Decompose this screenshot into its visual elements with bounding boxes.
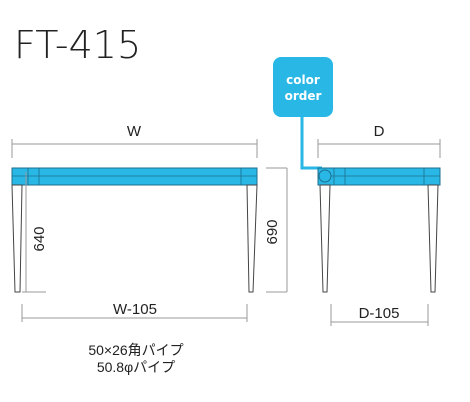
inner-depth-dimension	[330, 304, 429, 326]
front-right-leg	[246, 184, 258, 293]
side-table-frame	[317, 167, 441, 293]
color-order-line2: order	[285, 89, 322, 103]
spec-line-2: 50.8φパイプ	[97, 359, 175, 375]
color-order-leader	[300, 117, 322, 170]
total-height-dimension	[266, 167, 288, 293]
inner-height-dimension	[22, 172, 46, 293]
model-title: FT-415	[14, 23, 141, 67]
inner-width-label: W-105	[113, 301, 157, 318]
side-right-leg	[427, 184, 439, 293]
front-left-leg	[11, 184, 23, 293]
inner-depth-label: D-105	[359, 305, 400, 322]
front-table-frame	[11, 167, 258, 293]
depth-dimension	[317, 139, 441, 158]
width-label: W	[127, 123, 142, 140]
depth-label: D	[374, 123, 385, 140]
inner-width-dimension	[21, 304, 248, 322]
color-order-badge: color order	[273, 57, 333, 117]
spec-line-1: 50×26角パイプ	[88, 342, 183, 358]
inner-height-label: 640	[31, 226, 48, 251]
width-dimension	[11, 139, 258, 158]
side-left-leg	[319, 184, 331, 293]
color-order-line1: color	[286, 73, 320, 87]
total-height-label: 690	[264, 219, 281, 244]
